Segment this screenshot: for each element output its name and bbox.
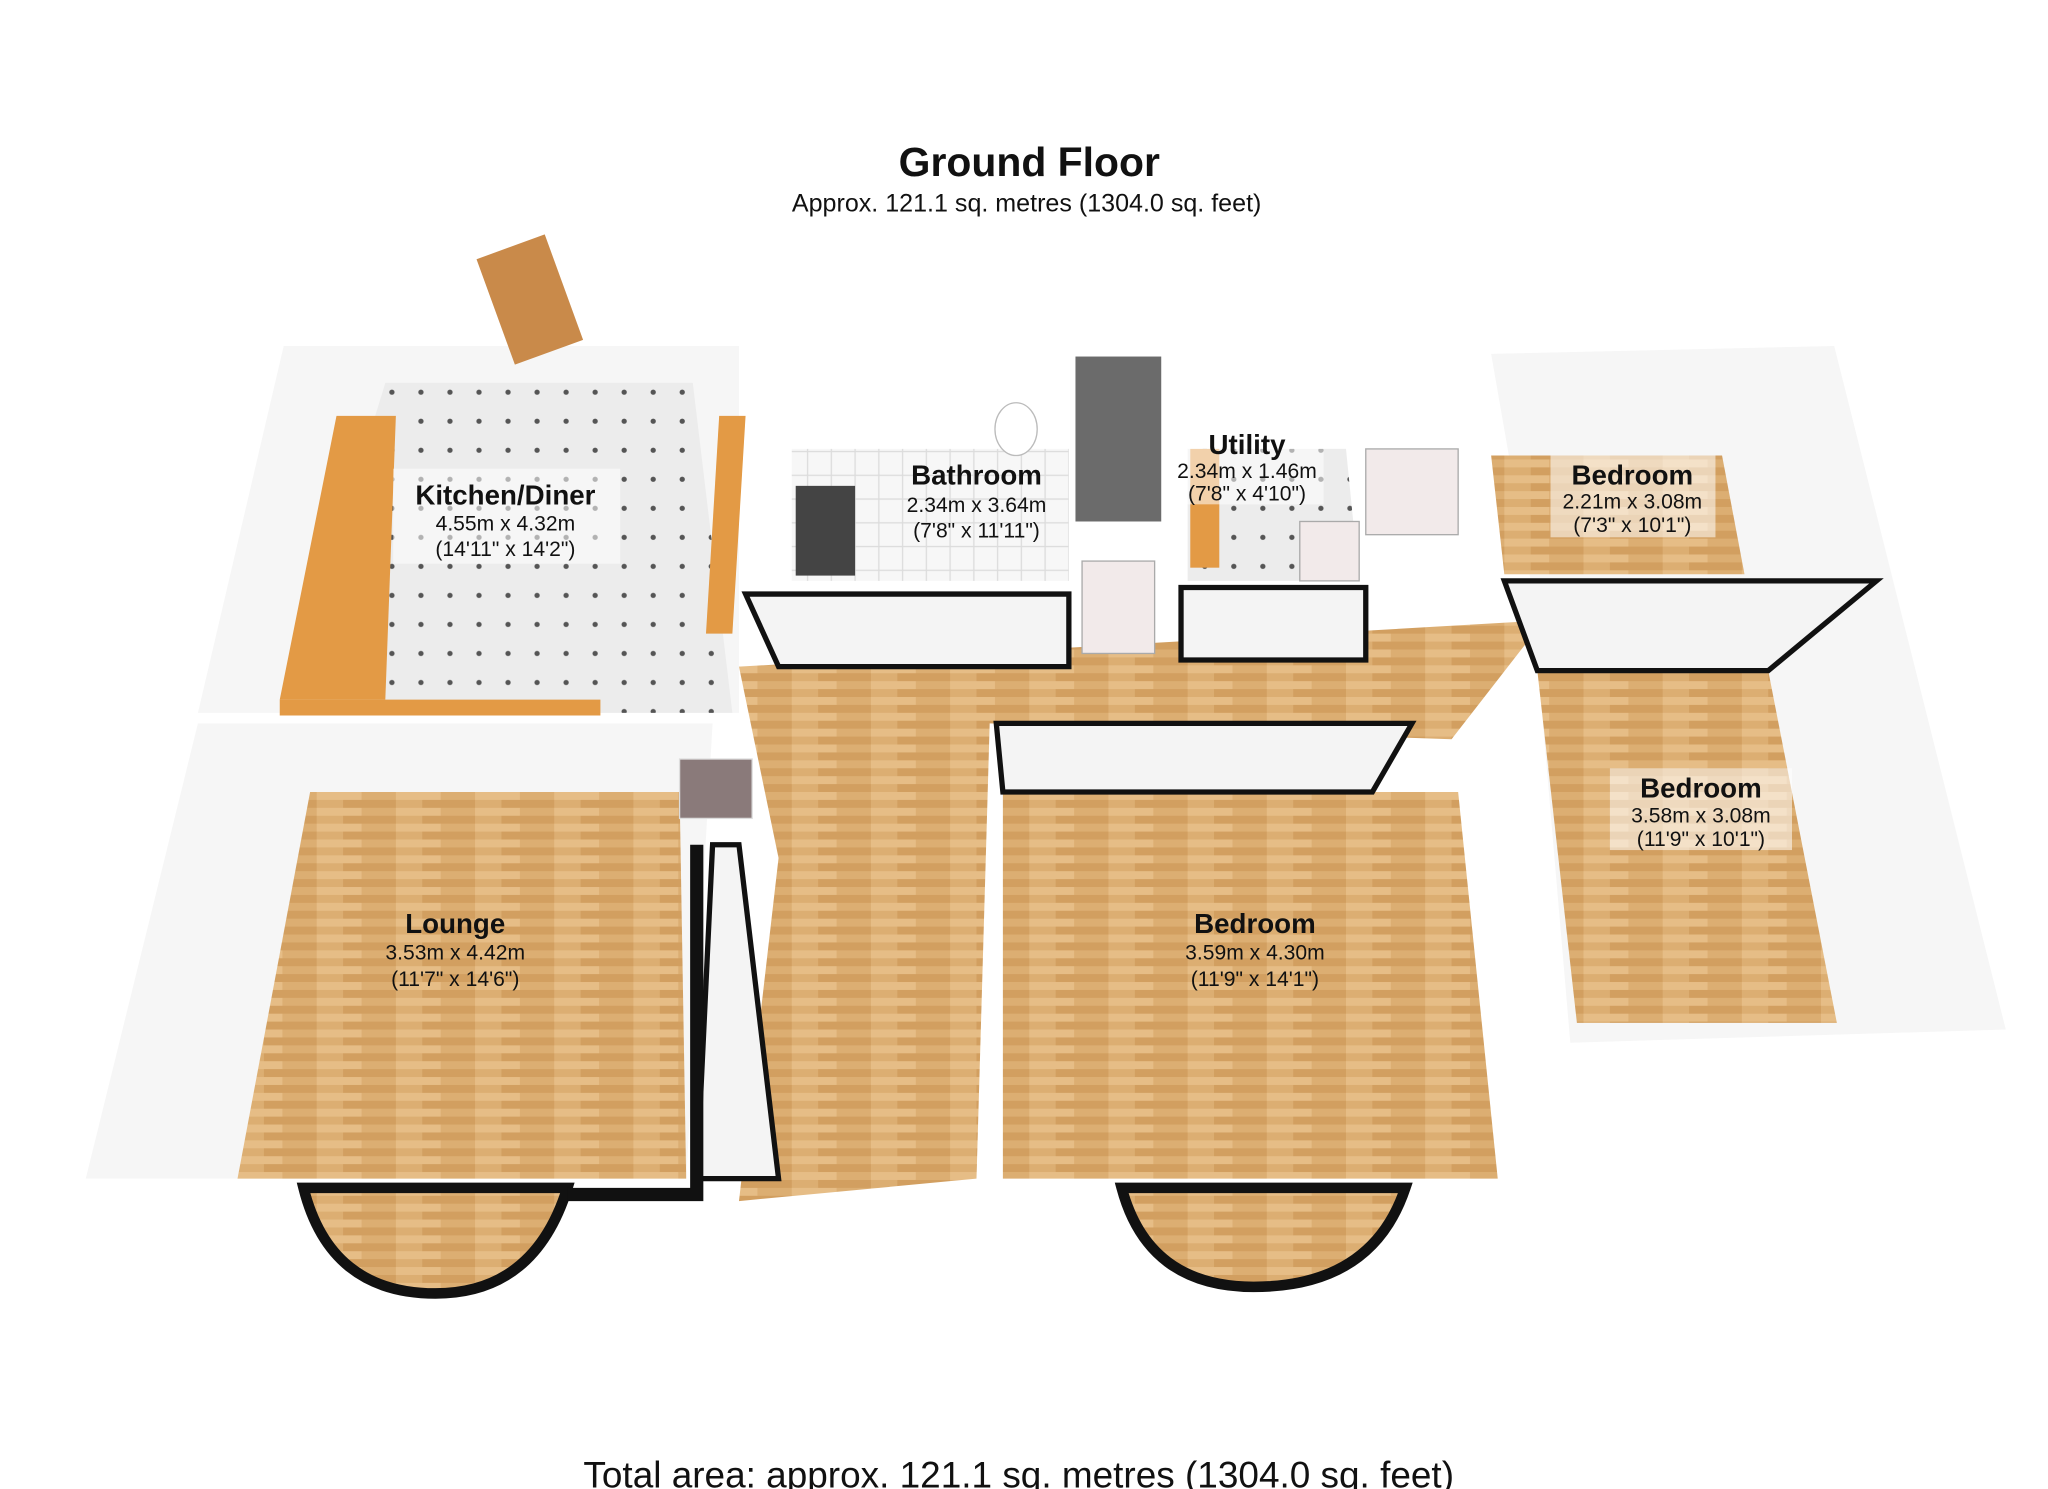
room-name: Bedroom (1572, 460, 1694, 491)
room-label-lounge: Lounge 3.53m x 4.42m (11'7" x 14'6") (385, 908, 525, 991)
room-label-utility: Utility 2.34m x 1.46m (7'8" x 4'10") (1171, 425, 1324, 505)
room-label-kitchen: Kitchen/Diner 4.55m x 4.32m (14'11" x 14… (393, 468, 621, 564)
room-metric: 3.53m x 4.42m (385, 942, 525, 965)
room-name: Bedroom (1194, 908, 1316, 939)
room-name: Lounge (405, 908, 505, 939)
room-name: Kitchen/Diner (415, 479, 595, 510)
towel-rail (795, 485, 856, 576)
floor-area: Approx. 121.1 sq. metres (1304.0 sq. fee… (792, 189, 1261, 217)
lounge-floor (237, 792, 687, 1179)
room-metric: 3.59m x 4.30m (1185, 942, 1325, 965)
room-imperial: (7'8" x 4'10") (1188, 482, 1306, 505)
hall-door (678, 758, 753, 820)
room-imperial: (11'7" x 14'6") (391, 968, 519, 991)
total-area: Total area: approx. 121.1 sq. metres (13… (583, 1454, 1454, 1489)
bathroom-floor (791, 448, 1069, 581)
room-metric: 2.21m x 3.08m (1563, 490, 1703, 513)
kitchen-counter-bottom (279, 699, 601, 716)
room-metric: 4.55m x 4.32m (436, 513, 576, 536)
outer-wall (567, 844, 704, 1202)
room-metric: 3.58m x 3.08m (1631, 804, 1771, 827)
toilet (994, 402, 1038, 457)
main-bedroom-floor (1002, 792, 1498, 1179)
room-imperial: (7'8" x 11'11") (913, 519, 1040, 542)
room-label-bathroom: Bathroom 2.34m x 3.64m (7'8" x 11'11") (907, 460, 1047, 543)
room-metric: 2.34m x 3.64m (907, 494, 1047, 517)
room-name: Utility (1209, 429, 1287, 460)
shower (1075, 356, 1162, 522)
room-name: Bathroom (911, 460, 1042, 491)
room-metric: 2.34m x 1.46m (1177, 460, 1317, 483)
store-door (1365, 448, 1459, 536)
bathroom-door (1081, 560, 1156, 655)
bedroom-bay (1114, 1182, 1413, 1293)
utility-door (1299, 520, 1360, 582)
room-label-bedroom-right: Bedroom 3.58m x 3.08m (11'9" x 10'1") (1609, 768, 1792, 851)
floor-title: Ground Floor (899, 139, 1160, 185)
room-name: Bedroom (1640, 772, 1762, 803)
front-door (476, 234, 584, 365)
room-imperial: (11'9" x 10'1") (1637, 828, 1765, 851)
bedroom-divider-wall (1500, 578, 1884, 674)
bath-lower-wall (741, 591, 1072, 670)
room-imperial: (11'9" x 14'1") (1191, 968, 1319, 991)
room-label-bedroom-main: Bedroom 3.59m x 4.30m (11'9" x 14'1") (1185, 908, 1325, 991)
kitchen-counter-left (279, 415, 396, 700)
utility-lower-wall (1178, 584, 1369, 663)
bedroom-top-wall (993, 720, 1417, 795)
hall-floor (738, 620, 1544, 1202)
lounge-bay (296, 1182, 575, 1299)
room-label-bedroom-small: Bedroom 2.21m x 3.08m (7'3" x 10'1") (1550, 455, 1716, 538)
plan-graphics (85, 234, 2006, 1299)
room-imperial: (7'3" x 10'1") (1573, 514, 1691, 537)
room-imperial: (14'11" x 14'2") (435, 538, 575, 561)
